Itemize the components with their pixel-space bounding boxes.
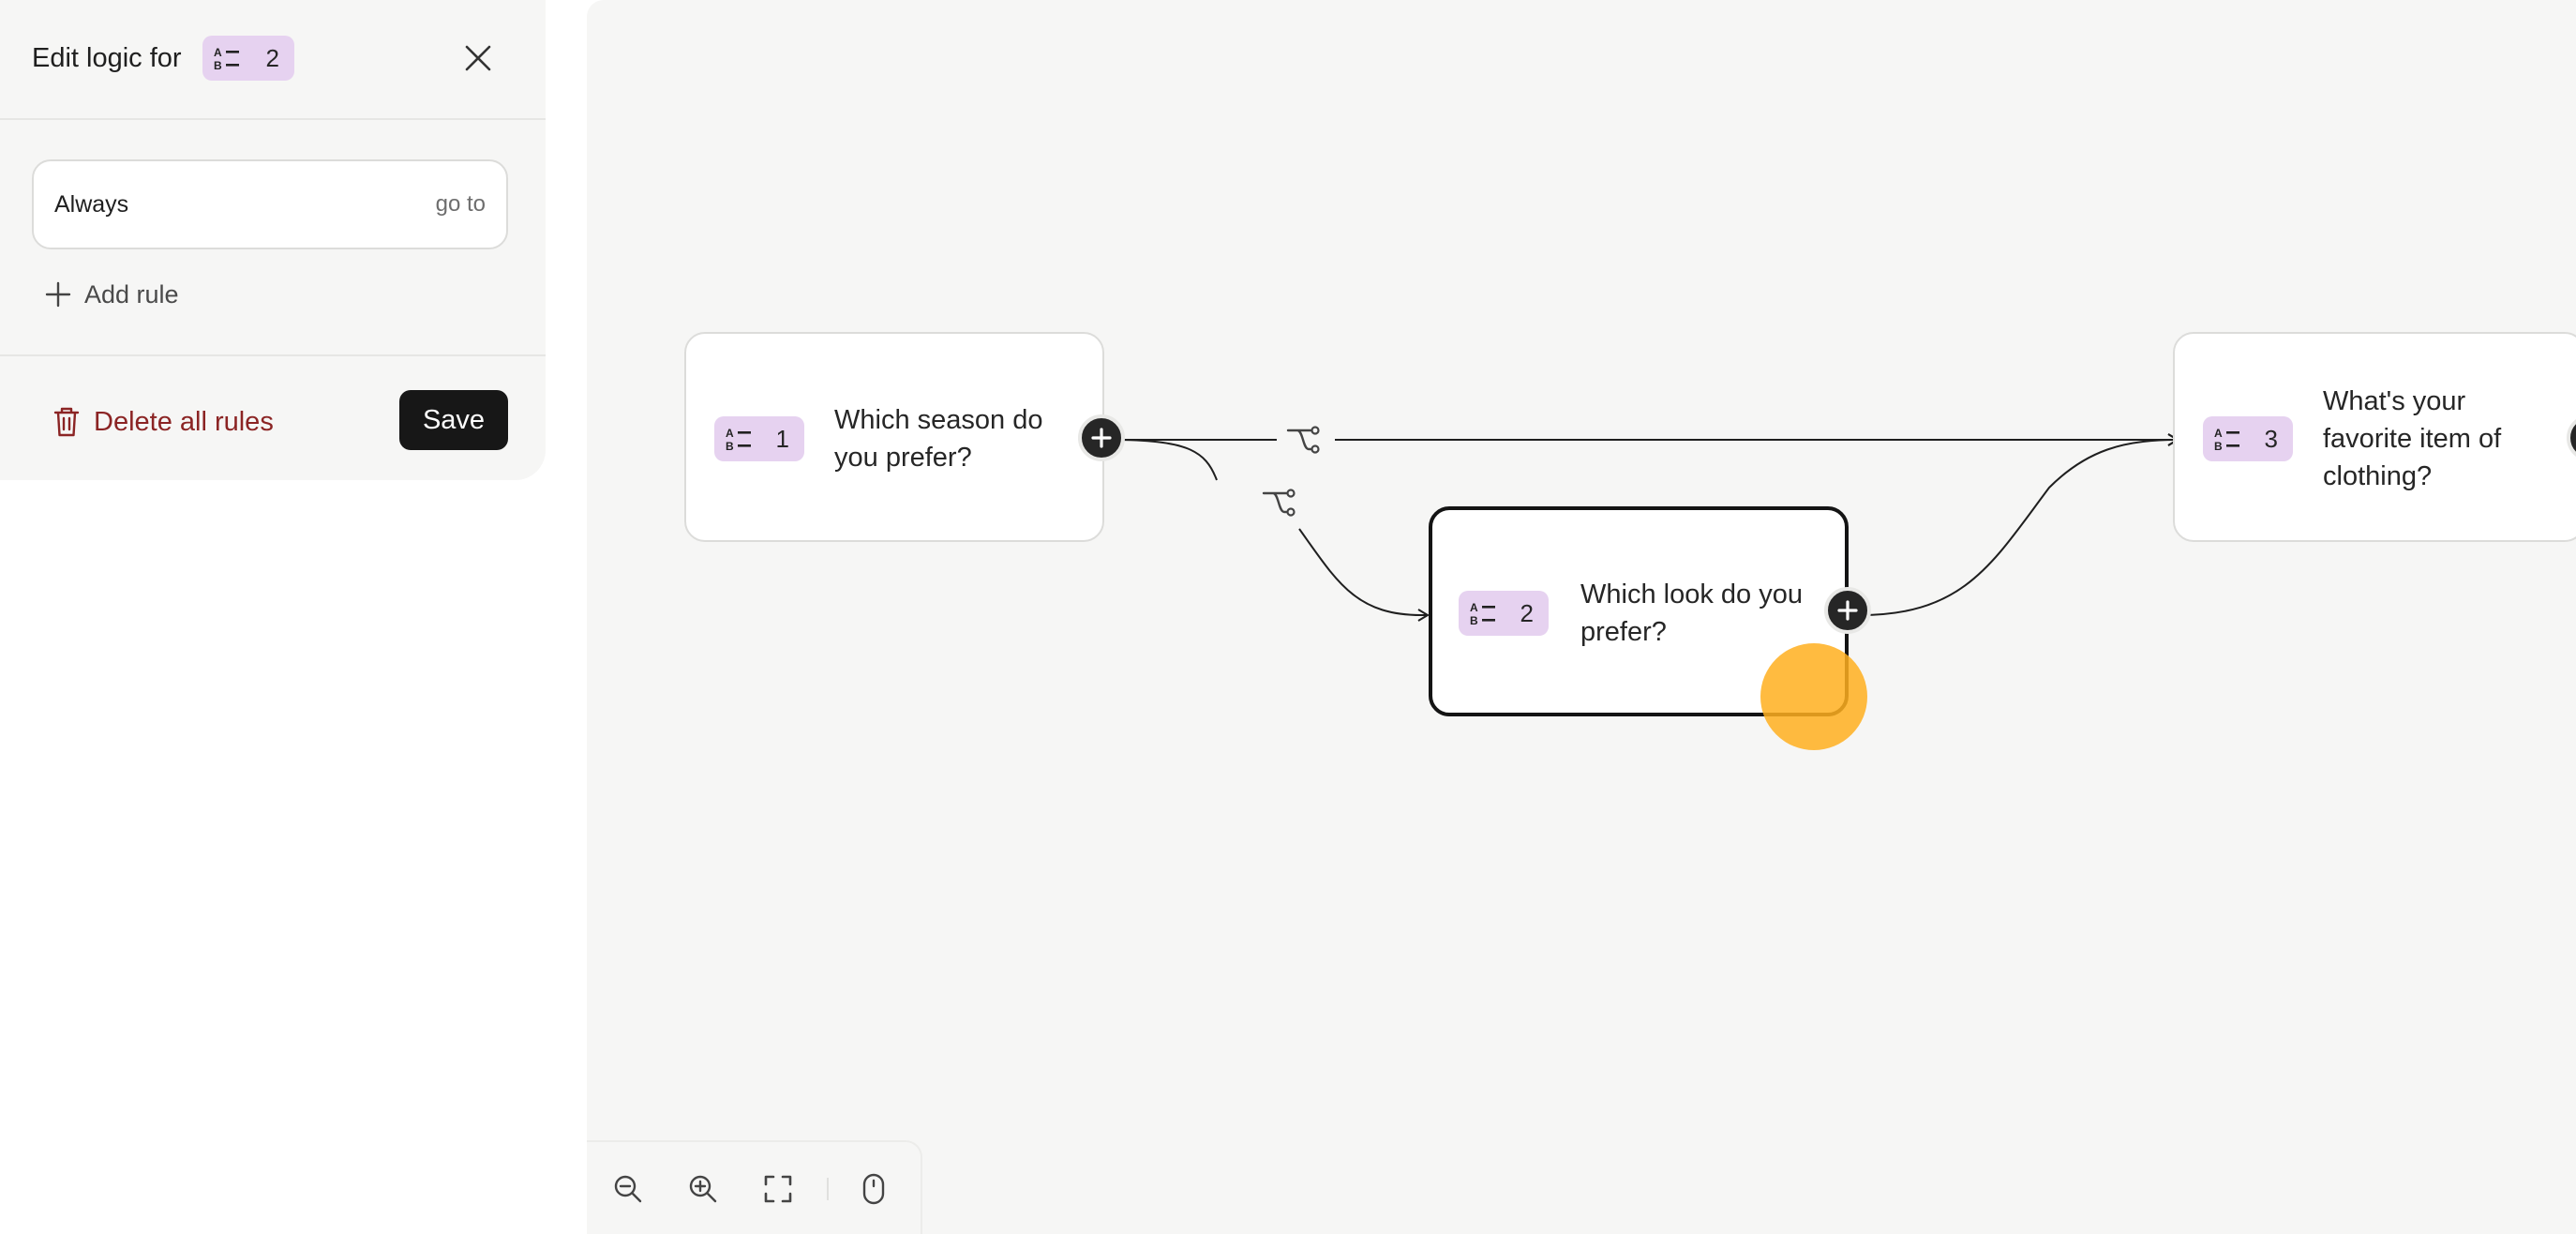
logic-panel-header: Edit logic for A B 2 — [0, 0, 546, 120]
plus-icon — [45, 281, 71, 308]
question-text: What's your favorite item of clothing? — [2323, 386, 2502, 491]
panel-title: Edit logic for — [32, 43, 182, 73]
edge-q1-to-q2[interactable] — [1109, 439, 1218, 481]
svg-text:B: B — [726, 440, 734, 452]
svg-text:A: A — [726, 427, 734, 440]
question-text: Which season do you prefer? — [834, 405, 1043, 473]
question-number: 2 — [1520, 598, 1534, 627]
add-rule-label: Add rule — [84, 279, 179, 308]
zoom-in-icon — [689, 1175, 717, 1203]
zoom-controls — [587, 1140, 922, 1234]
save-button[interactable]: Save — [399, 390, 508, 450]
question-badge: A B 1 — [714, 416, 804, 461]
fit-view-icon — [764, 1175, 792, 1203]
close-button[interactable] — [456, 36, 501, 81]
zoom-in-button[interactable] — [684, 1170, 722, 1208]
question-badge: A B 3 — [2203, 416, 2293, 461]
mouse-icon — [862, 1173, 885, 1205]
multiple-choice-icon: A B — [2214, 427, 2239, 452]
svg-text:A: A — [214, 46, 222, 59]
multiple-choice-icon: A B — [726, 427, 751, 452]
fit-view-button[interactable] — [759, 1170, 797, 1208]
cursor-highlight — [1760, 643, 1867, 750]
rule-row[interactable]: Always go to — [32, 159, 508, 249]
multiple-choice-icon: A B — [1470, 601, 1495, 626]
panel-divider — [0, 354, 546, 356]
question-badge-number: 2 — [265, 43, 279, 72]
zoom-divider — [827, 1178, 829, 1200]
question-number: 1 — [775, 424, 789, 453]
add-connection-button[interactable] — [1078, 414, 1125, 461]
branch-icon[interactable] — [1260, 484, 1297, 521]
plus-icon — [1091, 428, 1112, 448]
logic-canvas[interactable]: A B 1 Which season do you prefer? A B 2 … — [587, 0, 2576, 1234]
edge-q1-to-q2-end[interactable] — [1298, 528, 1430, 622]
trash-icon — [53, 407, 80, 437]
branch-icon[interactable] — [1284, 421, 1322, 459]
rule-action: go to — [435, 191, 486, 217]
svg-text:B: B — [214, 59, 222, 71]
logic-panel: Edit logic for A B 2 Always go to Add ru… — [0, 0, 546, 480]
edge-q2-to-q3[interactable] — [1859, 433, 2179, 616]
delete-all-rules-button[interactable]: Delete all rules — [52, 401, 274, 443]
svg-text:B: B — [1470, 614, 1478, 626]
question-number: 3 — [2264, 424, 2278, 453]
delete-all-rules-label: Delete all rules — [94, 406, 274, 437]
question-node-1[interactable]: A B 1 Which season do you prefer? — [684, 332, 1104, 542]
svg-text:A: A — [1470, 601, 1478, 614]
svg-text:A: A — [2214, 427, 2223, 440]
multiple-choice-icon: A B — [214, 46, 239, 71]
rule-condition: Always — [54, 191, 129, 218]
question-badge: A B 2 — [1459, 591, 1549, 636]
question-badge: A B 2 — [202, 36, 294, 81]
mouse-mode-button[interactable] — [855, 1170, 892, 1208]
plus-icon — [1837, 600, 1858, 621]
close-icon — [465, 45, 491, 71]
question-text: Which look do you prefer? — [1580, 579, 1803, 647]
question-node-3[interactable]: A B 3 What's your favorite item of cloth… — [2173, 332, 2576, 542]
edge-layer — [1109, 433, 2179, 622]
zoom-out-icon — [614, 1175, 642, 1203]
add-rule-button[interactable]: Add rule — [45, 276, 179, 313]
svg-text:B: B — [2214, 440, 2223, 452]
add-connection-button[interactable] — [1824, 587, 1871, 634]
zoom-out-button[interactable] — [609, 1170, 647, 1208]
